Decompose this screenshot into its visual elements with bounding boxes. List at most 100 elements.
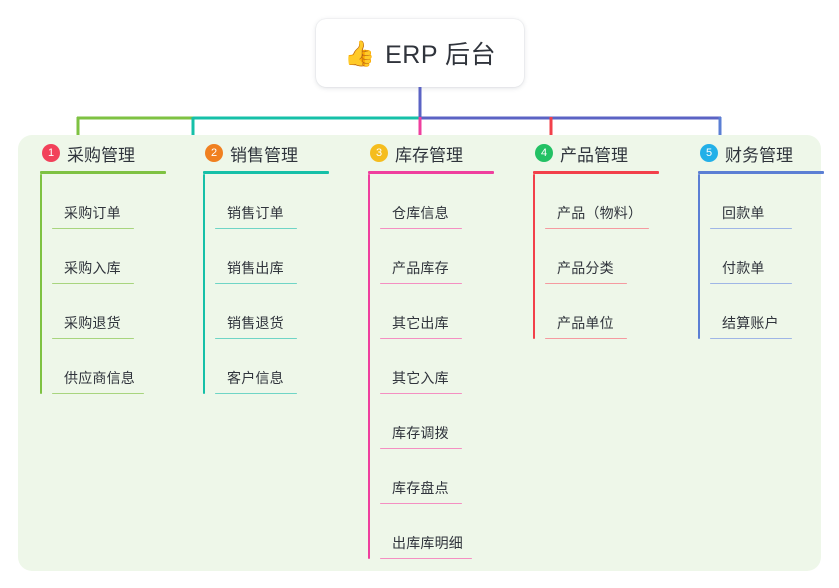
- item-rule: [215, 282, 297, 284]
- item-list-2: 销售订单 销售出库 销售退货 客户信息: [203, 174, 348, 394]
- item-rule: [545, 337, 627, 339]
- item-rule: [380, 557, 472, 559]
- item-label: 采购入库: [64, 259, 121, 276]
- badge-5: 5: [700, 144, 718, 162]
- item-rule: [215, 337, 297, 339]
- list-item[interactable]: 客户信息: [215, 339, 348, 394]
- list-item[interactable]: 采购退货: [52, 284, 183, 339]
- item-rule: [710, 282, 792, 284]
- item-rule: [380, 447, 462, 449]
- list-item[interactable]: 仓库信息: [380, 174, 513, 229]
- thumbs-up-icon: 👍: [343, 39, 376, 68]
- column-product: 4 产品管理 产品（物料） 产品分类 产品单位: [513, 135, 678, 571]
- column-finance: 5 财务管理 回款单 付款单 结算账户: [678, 135, 824, 571]
- item-list-3: 仓库信息 产品库存 其它出库 其它入库 库存调拨: [368, 174, 513, 559]
- column-title-4: 产品管理: [560, 145, 628, 165]
- column-header-3[interactable]: 3 库存管理: [368, 135, 513, 171]
- column-spine-2: [203, 174, 205, 394]
- badge-4: 4: [535, 144, 553, 162]
- list-item[interactable]: 产品分类: [545, 229, 678, 284]
- item-label: 产品库存: [392, 259, 449, 276]
- item-rule: [545, 227, 649, 229]
- item-label: 产品（物料）: [557, 204, 643, 221]
- item-rule: [52, 337, 134, 339]
- item-label: 采购退货: [64, 314, 121, 331]
- item-rule: [380, 392, 462, 394]
- item-list-4: 产品（物料） 产品分类 产品单位: [533, 174, 678, 339]
- column-header-4[interactable]: 4 产品管理: [533, 135, 678, 171]
- column-spine-4: [533, 174, 535, 339]
- column-header-1[interactable]: 1 采购管理: [40, 135, 183, 171]
- list-item[interactable]: 产品单位: [545, 284, 678, 339]
- item-label: 销售订单: [227, 204, 284, 221]
- item-rule: [215, 227, 297, 229]
- list-item[interactable]: 供应商信息: [52, 339, 183, 394]
- item-label: 销售退货: [227, 314, 284, 331]
- column-title-2: 销售管理: [230, 145, 298, 165]
- item-list-5: 回款单 付款单 结算账户: [698, 174, 821, 339]
- item-rule: [710, 337, 792, 339]
- item-label: 采购订单: [64, 204, 121, 221]
- list-item[interactable]: 采购订单: [52, 174, 183, 229]
- list-item[interactable]: 产品库存: [380, 229, 513, 284]
- list-item[interactable]: 回款单: [710, 174, 821, 229]
- diagram-panel: [18, 135, 821, 571]
- list-item[interactable]: 销售出库: [215, 229, 348, 284]
- column-rule-1: [40, 171, 166, 174]
- item-label: 出库库明细: [392, 534, 463, 551]
- list-item[interactable]: 库存盘点: [380, 449, 513, 504]
- item-label: 仓库信息: [392, 204, 449, 221]
- item-rule: [545, 282, 627, 284]
- column-container: 1 采购管理 采购订单 采购入库 采购退货 供应商信: [18, 135, 824, 571]
- item-label: 销售出库: [227, 259, 284, 276]
- item-list-1: 采购订单 采购入库 采购退货 供应商信息: [40, 174, 183, 394]
- item-label: 产品单位: [557, 314, 614, 331]
- list-item[interactable]: 销售退货: [215, 284, 348, 339]
- item-rule: [380, 337, 462, 339]
- column-spine-3: [368, 174, 370, 559]
- item-label: 库存盘点: [392, 479, 449, 496]
- list-item[interactable]: 采购入库: [52, 229, 183, 284]
- item-rule: [52, 227, 134, 229]
- column-title-1: 采购管理: [67, 145, 135, 165]
- column-title-3: 库存管理: [395, 145, 463, 165]
- list-item[interactable]: 库存调拨: [380, 394, 513, 449]
- item-label: 库存调拨: [392, 424, 449, 441]
- root-node[interactable]: 👍 ERP 后台: [316, 19, 524, 87]
- item-rule: [52, 282, 134, 284]
- item-rule: [380, 227, 462, 229]
- column-sales: 2 销售管理 销售订单 销售出库 销售退货 客户信息: [183, 135, 348, 571]
- item-label: 其它入库: [392, 369, 449, 386]
- item-label: 付款单: [722, 259, 765, 276]
- badge-3: 3: [370, 144, 388, 162]
- column-inventory: 3 库存管理 仓库信息 产品库存 其它出库 其它入库: [348, 135, 513, 571]
- list-item[interactable]: 产品（物料）: [545, 174, 678, 229]
- badge-1: 1: [42, 144, 60, 162]
- column-spine-5: [698, 174, 700, 339]
- item-rule: [380, 502, 462, 504]
- item-label: 结算账户: [722, 314, 779, 331]
- item-label: 产品分类: [557, 259, 614, 276]
- item-label: 供应商信息: [64, 369, 135, 386]
- item-rule: [710, 227, 792, 229]
- item-rule: [52, 392, 144, 394]
- column-title-5: 财务管理: [725, 145, 793, 165]
- item-rule: [215, 392, 297, 394]
- column-header-2[interactable]: 2 销售管理: [203, 135, 348, 171]
- column-header-5[interactable]: 5 财务管理: [698, 135, 821, 171]
- list-item[interactable]: 其它入库: [380, 339, 513, 394]
- item-rule: [380, 282, 462, 284]
- list-item[interactable]: 出库库明细: [380, 504, 513, 559]
- list-item[interactable]: 其它出库: [380, 284, 513, 339]
- item-label: 客户信息: [227, 369, 284, 386]
- list-item[interactable]: 结算账户: [710, 284, 821, 339]
- column-rule-3: [368, 171, 494, 174]
- item-label: 其它出库: [392, 314, 449, 331]
- root-title: ERP 后台: [385, 41, 497, 69]
- list-item[interactable]: 付款单: [710, 229, 821, 284]
- badge-2: 2: [205, 144, 223, 162]
- list-item[interactable]: 销售订单: [215, 174, 348, 229]
- column-rule-4: [533, 171, 659, 174]
- column-rule-2: [203, 171, 329, 174]
